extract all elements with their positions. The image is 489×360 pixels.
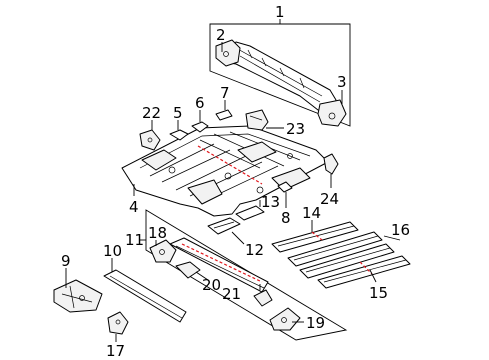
side-member-long <box>169 237 269 293</box>
bracket-22 <box>139 129 161 151</box>
bracket-20 <box>175 261 201 279</box>
callout-19: 19 <box>306 314 325 332</box>
bracket-17 <box>107 311 129 335</box>
cut-mark-rail-15 <box>359 261 373 275</box>
rail-15 <box>317 255 411 289</box>
bracket-19 <box>269 307 301 331</box>
callout-21: 21 <box>222 285 241 303</box>
callout-13: 13 <box>261 193 280 211</box>
cut-mark-rail-14 <box>311 231 323 241</box>
callout-16: 16 <box>391 221 410 239</box>
callout-2: 2 <box>216 26 226 44</box>
callout-1: 1 <box>275 3 285 21</box>
callout-17: 17 <box>106 342 125 360</box>
reinforcement-12 <box>207 217 241 235</box>
clip-8 <box>277 181 293 193</box>
bracket-18 <box>149 239 177 263</box>
bracket-21 <box>253 289 273 307</box>
nut-6 <box>191 121 209 133</box>
callout-22: 22 <box>142 104 161 122</box>
nut-5 <box>169 129 189 141</box>
leader-15 <box>369 269 377 283</box>
callout-6: 6 <box>195 94 205 112</box>
reinforcement-13 <box>235 205 265 221</box>
cut-mark-floor <box>197 145 263 185</box>
callout-15: 15 <box>369 284 388 302</box>
callout-5: 5 <box>173 104 183 122</box>
callout-24: 24 <box>320 190 339 208</box>
leader-20 <box>195 271 209 281</box>
bracket-23 <box>245 109 269 131</box>
callout-7: 7 <box>220 84 230 102</box>
leader-16 <box>383 235 401 241</box>
callout-10: 10 <box>103 242 122 260</box>
callout-18: 18 <box>148 224 167 242</box>
callout-14: 14 <box>302 204 321 222</box>
bracket-24 <box>323 153 339 175</box>
callout-23: 23 <box>286 120 305 138</box>
callout-3: 3 <box>337 73 347 91</box>
assembly-1-frame <box>209 23 351 127</box>
assembly-11-frame <box>145 209 348 341</box>
callout-8: 8 <box>281 209 291 227</box>
callout-4: 4 <box>129 198 139 216</box>
rear-cross-member <box>215 39 347 127</box>
callout-9: 9 <box>61 252 71 270</box>
clip-7 <box>215 109 233 121</box>
cut-mark-member <box>181 243 263 283</box>
leader-12 <box>231 231 245 245</box>
callout-11: 11 <box>125 231 144 249</box>
rail-16b <box>299 243 395 279</box>
callout-20: 20 <box>202 276 221 294</box>
rail-14 <box>271 221 359 253</box>
callout-12: 12 <box>245 241 264 259</box>
bracket-9 <box>53 279 103 313</box>
rail-16a <box>287 231 383 267</box>
